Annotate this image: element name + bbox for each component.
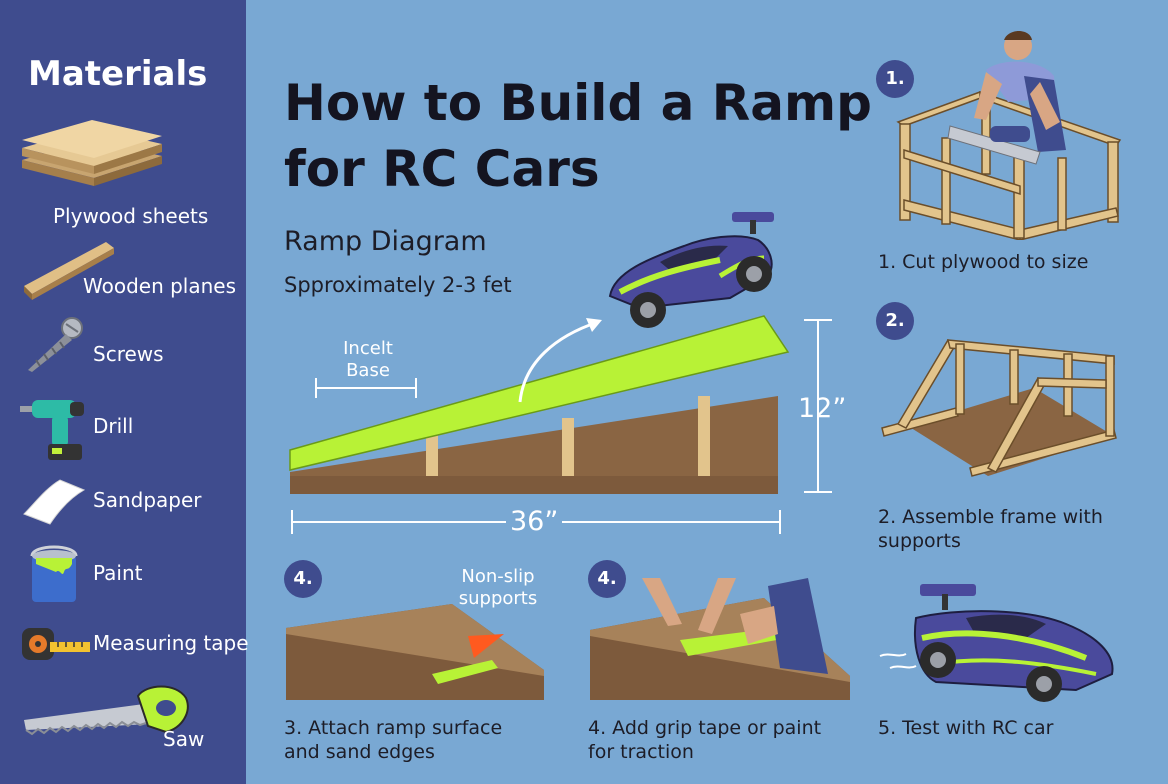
step-1-badge: 1. <box>876 60 914 98</box>
rc-car-test-icon <box>879 584 1114 702</box>
sandpaper-icon <box>23 479 86 525</box>
ramp-diagram <box>289 315 832 534</box>
step-1-text: 1. Cut plywood to size <box>878 251 1089 273</box>
plank-icon <box>24 242 114 300</box>
screw-icon <box>28 317 83 372</box>
plywood-icon <box>22 120 162 186</box>
nonslip-label: Non-slip supports <box>458 566 538 609</box>
measuring-tape-icon <box>22 628 90 660</box>
step-3-text: 3. Attach ramp surface and sand edges <box>284 717 503 763</box>
material-label-screws: Screws <box>93 342 164 366</box>
height-label: 12” <box>798 393 847 424</box>
page-title: How to Build a Ramp for RC Cars <box>284 74 872 198</box>
grip-tape-illustration <box>590 578 850 700</box>
material-label-saw: Saw <box>163 727 205 751</box>
material-label-drill: Drill <box>93 414 134 438</box>
frame-assembly-illustration <box>881 339 1117 477</box>
step-2-badge: 2. <box>876 302 914 340</box>
material-label-planks: Wooden planes <box>83 274 237 298</box>
incline-label: Incelt Base <box>343 338 393 381</box>
material-label-measuring-tape: Measuring tape <box>93 631 249 655</box>
step-4-text: 4. Add grip tape or paint for traction <box>588 717 822 763</box>
ramp-surface <box>289 315 790 471</box>
cutting-plywood-illustration <box>896 31 1122 240</box>
materials-heading: Materials <box>28 54 208 94</box>
rc-car-jumping-icon <box>608 212 774 328</box>
material-label-paint: Paint <box>93 561 143 585</box>
diagram-heading: Ramp Diagram <box>284 226 487 257</box>
step-2-text: 2. Assemble frame with supports <box>878 506 1103 552</box>
drill-icon <box>20 400 84 460</box>
saw-icon <box>24 685 189 736</box>
step-5-text: 5. Test with RC car <box>878 717 1054 739</box>
length-label: 36” <box>506 506 563 537</box>
step-4-badge: 4. <box>588 560 626 598</box>
paint-can-icon <box>30 545 78 602</box>
materials-sidebar: Materials Plywood sheets Wooden planes <box>0 0 249 784</box>
step-3-badge: 4. <box>284 560 322 598</box>
diagram-subheading: Spproximately 2-3 fet <box>284 273 512 297</box>
material-label-plywood: Plywood sheets <box>53 204 209 228</box>
material-label-sandpaper: Sandpaper <box>93 488 202 512</box>
ramp-sanding-illustration <box>286 604 544 700</box>
